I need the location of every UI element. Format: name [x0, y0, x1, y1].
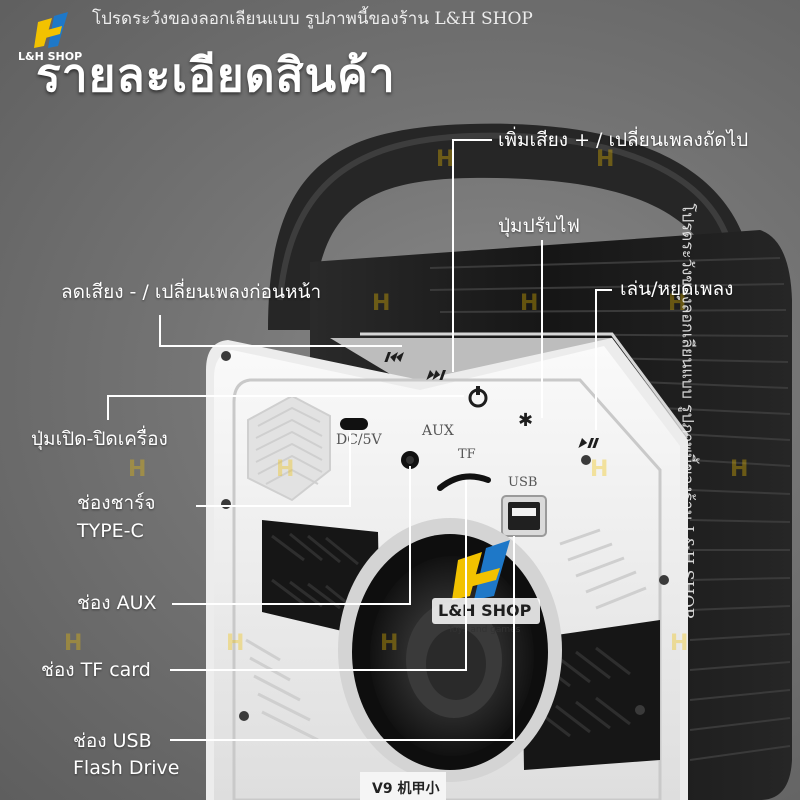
callout-aux: ช่อง AUX [77, 592, 157, 614]
svg-text:H: H [590, 457, 608, 482]
tf-label: TF [458, 447, 476, 462]
callout-charge-port: ช่องชาร์จ [77, 492, 156, 514]
callout-light-button: ปุ่มปรับไฟ [498, 215, 580, 237]
watermark-logos: H H H H H H H H H H H H H [64, 147, 748, 656]
svg-text:H: H [226, 631, 244, 656]
callout-power: ปุ่มเปิด-ปิดเครื่อง [31, 428, 168, 450]
svg-text:H: H [596, 147, 614, 172]
line-volume-up [452, 139, 492, 372]
aux-label: AUX [422, 423, 454, 439]
callout-charge-type: TYPE-C [77, 520, 144, 542]
svg-text:H: H [276, 457, 294, 482]
type-c-port [340, 418, 368, 430]
corner-logo-text: L&H SHOP [18, 50, 82, 63]
center-logo-tagline: Toys and games [447, 625, 521, 635]
woofer [338, 518, 562, 782]
callout-usb-flash: Flash Drive [73, 757, 180, 779]
top-watermark: โปรดระวังของลอกเลียนแบบ รูปภาพนี้ของร้าน… [92, 9, 533, 29]
svg-text:H: H [380, 631, 398, 656]
line-power [107, 395, 464, 420]
usb-label: USB [508, 475, 538, 490]
line-volume-down [159, 315, 402, 347]
tf-slot [437, 473, 491, 491]
svg-text:✱: ✱ [518, 410, 533, 431]
svg-text:H: H [64, 631, 82, 656]
svg-text:DC/5V: DC/5V [336, 432, 383, 448]
line-tf [170, 480, 467, 671]
line-play [595, 289, 612, 430]
svg-text:H: H [670, 631, 688, 656]
line-usb [170, 536, 515, 741]
page-title: รายละเอียดสินค้า [36, 48, 396, 102]
button-icons: ✱ [384, 352, 599, 448]
right-watermark: โปรดระวังของลอกเลียนแบบ รูปภาพนี้ของร้าน… [678, 203, 698, 619]
svg-text:H: H [436, 147, 454, 172]
callout-play-pause: เล่น/หยุดเพลง [620, 278, 734, 300]
svg-text:H: H [730, 457, 748, 482]
center-logo-text: L&H SHOP [438, 601, 532, 620]
model-label: V9 机甲小 [372, 780, 439, 797]
svg-text:H: H [668, 291, 686, 316]
line-charge [196, 432, 351, 507]
dc-label: DC/5V [336, 432, 383, 448]
ports [340, 418, 547, 537]
body-ridges [429, 257, 791, 761]
corner-shop-logo: L&H SHOP [18, 12, 82, 63]
callout-usb: ช่อง USB [73, 730, 152, 752]
line-aux [172, 466, 411, 605]
svg-text:H: H [128, 457, 146, 482]
screws [221, 351, 669, 721]
callout-tf: ช่อง TF card [41, 659, 151, 681]
callout-volume-down: ลดเสียง - / เปลี่ยนเพลงก่อนหน้า [61, 281, 322, 303]
svg-text:H: H [372, 291, 390, 316]
svg-text:H: H [520, 291, 538, 316]
callout-volume-up: เพิ่มเสียง + / เปลี่ยนเพลงถัดไป [498, 129, 749, 151]
callout-lines [107, 139, 612, 741]
